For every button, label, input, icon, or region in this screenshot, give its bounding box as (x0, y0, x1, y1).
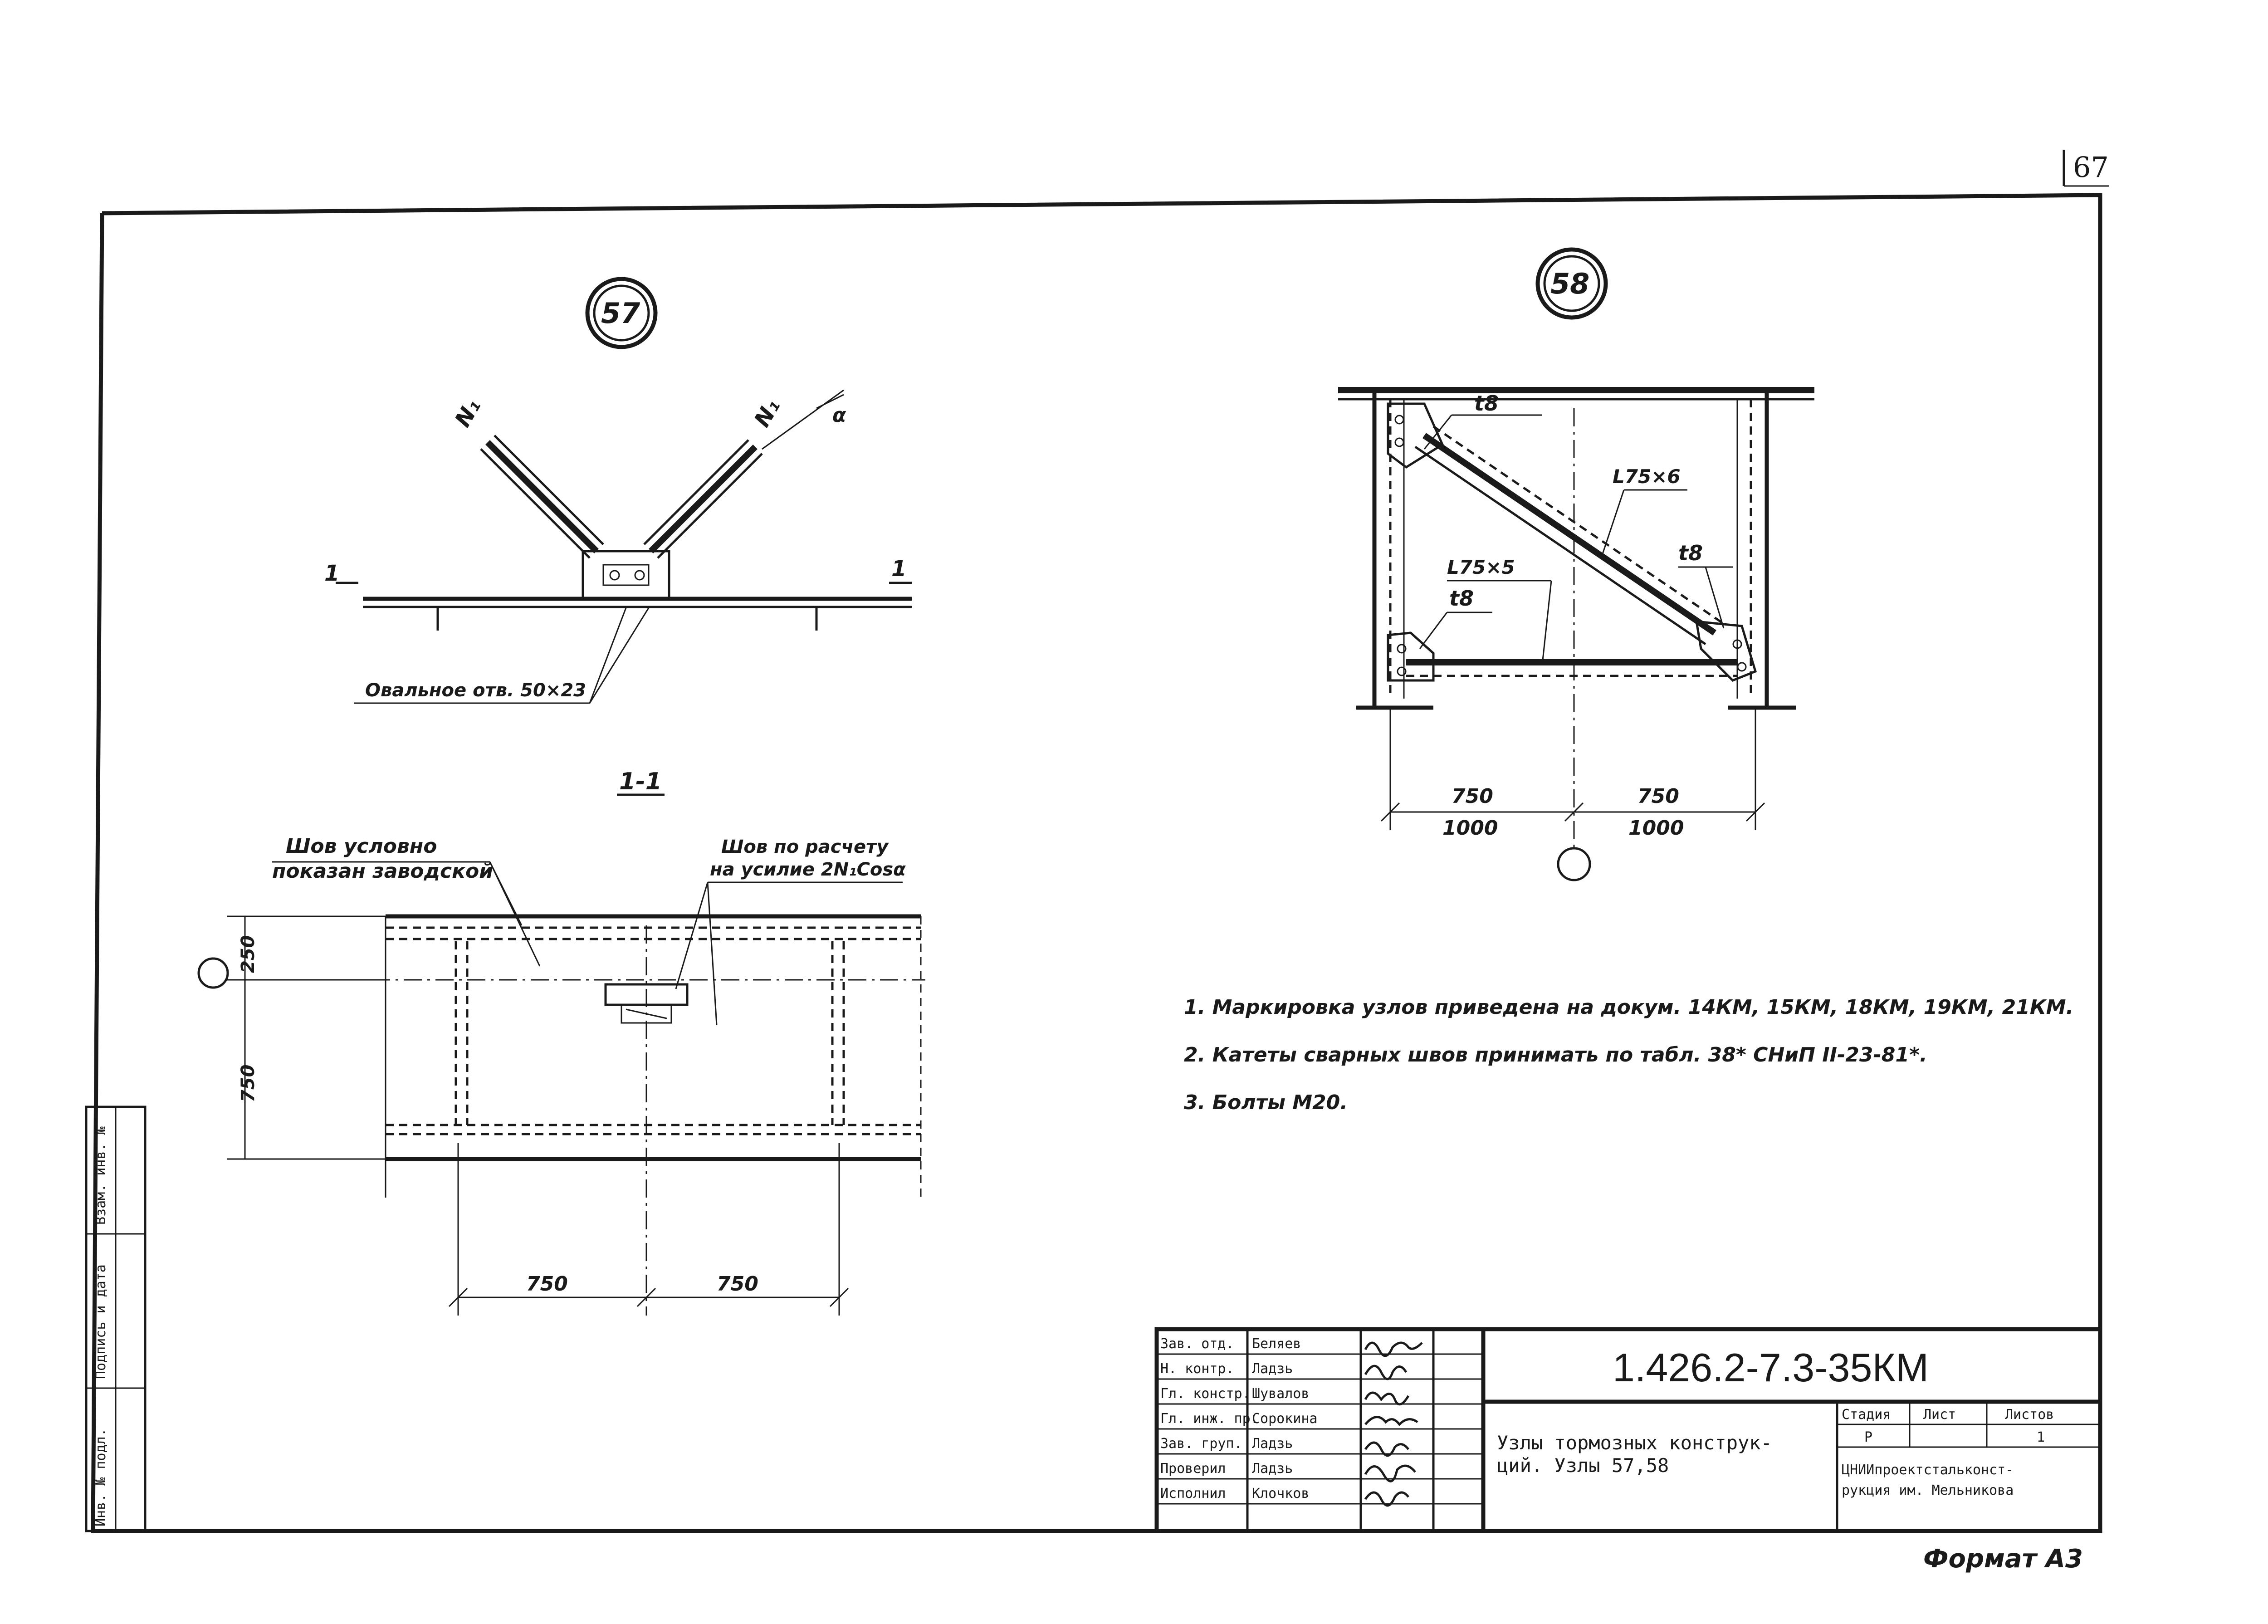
row-role-0: Зав. отд. (1160, 1336, 1234, 1352)
dim-750-right: 750 (717, 1272, 758, 1296)
row-name-6: Клочков (1252, 1486, 1309, 1502)
row-role-5: Проверил (1160, 1461, 1226, 1477)
drawing-title-line1: Узлы тормозных конструк- (1497, 1432, 1772, 1454)
side-stamp (85, 1105, 147, 1532)
angle-alpha-label: α (832, 404, 846, 427)
node-58-label: 58 (1550, 267, 1589, 300)
org-line2: рукция им. Мельникова (1842, 1482, 2014, 1498)
row-name-3: Сорокина (1252, 1411, 1318, 1427)
row-role-1: Н. контр. (1160, 1361, 1234, 1377)
drawing-title-line2: ций. Узлы 57,58 (1497, 1454, 1669, 1477)
section-1-1-plan (197, 861, 925, 1316)
node-58-marker (1535, 247, 1608, 320)
plate-top-label: t8 (1474, 391, 1499, 416)
dim-750-vertical: 750 (238, 1065, 259, 1103)
plate-right-label: t8 (1678, 541, 1703, 565)
stamp-substitute-inv: Взам. инв. № (93, 1126, 109, 1225)
force-right-label: N₁ (749, 395, 785, 431)
sheets-value: 1 (2037, 1429, 2045, 1445)
stamp-signature-date: Подпись и дата (93, 1264, 109, 1379)
title-block (1154, 1327, 2102, 1533)
row-name-5: Ладзь (1252, 1461, 1293, 1477)
dim-1000-left-58: 1000 (1442, 817, 1498, 840)
dim-750-left: 750 (526, 1272, 568, 1296)
node-57-marker (585, 277, 658, 349)
weld-note-right-line1: Шов по расчету (721, 836, 889, 857)
node-57-elevation (336, 389, 912, 704)
note-2: 2. Катеты сварных швов принимать по табл… (1184, 1043, 1927, 1066)
node-57-label: 57 (601, 297, 640, 330)
row-role-3: Гл. инж. пр. (1160, 1411, 1259, 1427)
stage-header: Стадия (1842, 1407, 1891, 1423)
section-mark-right: 1 (891, 556, 906, 582)
section-1-1-title: 1-1 (619, 768, 662, 795)
plate-left-label: t8 (1449, 586, 1474, 611)
row-role-2: Гл. констр. (1160, 1386, 1251, 1402)
org-line1: ЦНИИпроектстальконст- (1842, 1462, 2014, 1478)
stage-value: Р (1864, 1429, 1872, 1445)
note-3: 3. Болты М20. (1184, 1091, 1348, 1114)
weld-note-right-line2: на усилие 2N₁Cosα (710, 859, 906, 880)
oval-hole-note: Овальное отв. 50×23 (365, 680, 586, 701)
stamp-inventory-no: Инв. № подл. (93, 1428, 109, 1526)
angle-bottom-label: L75×5 (1447, 556, 1515, 578)
angle-diagonal-label: L75×6 (1613, 465, 1681, 488)
row-role-6: Исполнил (1160, 1486, 1226, 1502)
node-58-plan (1338, 387, 1814, 881)
row-name-4: Ладзь (1252, 1436, 1293, 1452)
weld-note-left-line2: показан заводской (272, 860, 493, 883)
dim-1000-right-58: 1000 (1628, 817, 1684, 840)
row-name-1: Ладзь (1252, 1361, 1293, 1377)
section-mark-left: 1 (324, 561, 339, 586)
dim-250: 250 (238, 935, 259, 973)
note-1: 1. Маркировка узлов приведена на докум. … (1184, 996, 2073, 1019)
weld-note-left-line1: Шов условно (286, 835, 437, 858)
signature-scribbles (1364, 1341, 1423, 1507)
sheet-header: Лист (1923, 1407, 1956, 1423)
dim-750-left-58: 750 (1452, 785, 1493, 808)
dim-750-right-58: 750 (1637, 785, 1679, 808)
page-number: 67 (2073, 151, 2109, 184)
row-name-0: Беляев (1252, 1336, 1301, 1352)
row-role-4: Зав. груп. (1160, 1436, 1242, 1452)
sheets-header: Листов (2005, 1407, 2054, 1423)
row-name-2: Шувалов (1252, 1386, 1309, 1402)
drawing-code: 1.426.2-7.3-35КМ (1613, 1345, 1929, 1390)
force-left-label: N₁ (450, 395, 486, 431)
format-label: Формат А3 (1923, 1544, 2083, 1574)
